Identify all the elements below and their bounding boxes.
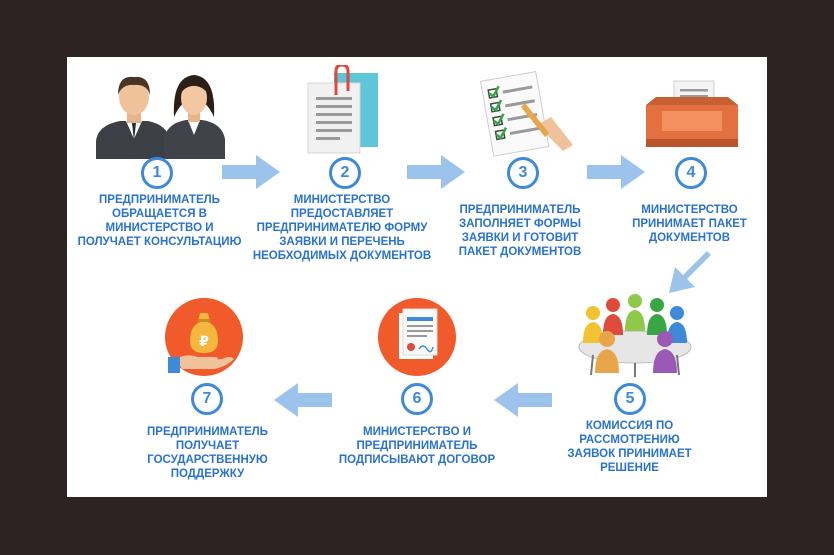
- arrow-left-icon: [274, 383, 332, 417]
- step-number-badge: 1: [141, 157, 173, 189]
- step-number-badge: 3: [507, 157, 539, 189]
- step-7-caption: ПРЕДПРИНИМАТЕЛЬ ПОЛУЧАЕТ ГОСУДАРСТВЕННУЮ…: [147, 426, 268, 480]
- businesspeople-icon: [92, 69, 228, 159]
- documents-icon: [304, 63, 384, 157]
- arrow-left-icon: [494, 383, 552, 417]
- step-number-badge: 2: [329, 157, 361, 189]
- step-2-caption: МИНИСТЕРСТВО ПРЕДОСТАВЛЯЕТ ПРЕДПРИНИМАТЕ…: [252, 194, 432, 262]
- step-3-caption: ПРЕДПРИНИМАТЕЛЬ ЗАПОЛНЯЕТ ФОРМЫ ЗАЯВКИ И…: [458, 204, 582, 258]
- committee-meeting-icon: [567, 285, 702, 377]
- money-bag-ruble-icon: ₽: [164, 297, 244, 377]
- svg-text:₽: ₽: [199, 334, 209, 350]
- step-6-caption: МИНИСТЕРСТВО И ПРЕДПРИНИМАТЕЛЬ ПОДПИСЫВА…: [338, 426, 496, 466]
- infographic-panel: 1 ПРЕДПРИНИМАТЕЛЬ ОБРАЩАЕТСЯ В МИНИСТЕРС…: [67, 57, 767, 497]
- inbox-tray-icon: [642, 77, 742, 157]
- step-number-badge: 4: [675, 157, 707, 189]
- arrow-down-left-icon: [669, 251, 711, 293]
- step-number-badge: 7: [191, 383, 223, 415]
- step-number-badge: 5: [614, 383, 646, 415]
- contract-icon: [377, 297, 457, 377]
- step-number-badge: 6: [401, 383, 433, 415]
- checklist-writing-icon: [475, 67, 575, 159]
- step-1-caption: ПРЕДПРИНИМАТЕЛЬ ОБРАЩАЕТСЯ В МИНИСТЕРСТВ…: [77, 194, 242, 248]
- arrow-right-icon: [587, 155, 645, 189]
- step-4-caption: МИНИСТЕРСТВО ПРИНИМАЕТ ПАКЕТ ДОКУМЕНТОВ: [632, 204, 747, 244]
- arrow-right-icon: [407, 155, 465, 189]
- step-5-caption: КОМИССИЯ ПО РАССМОТРЕНИЮ ЗАЯВОК ПРИНИМАЕ…: [567, 420, 692, 474]
- arrow-right-icon: [222, 155, 280, 189]
